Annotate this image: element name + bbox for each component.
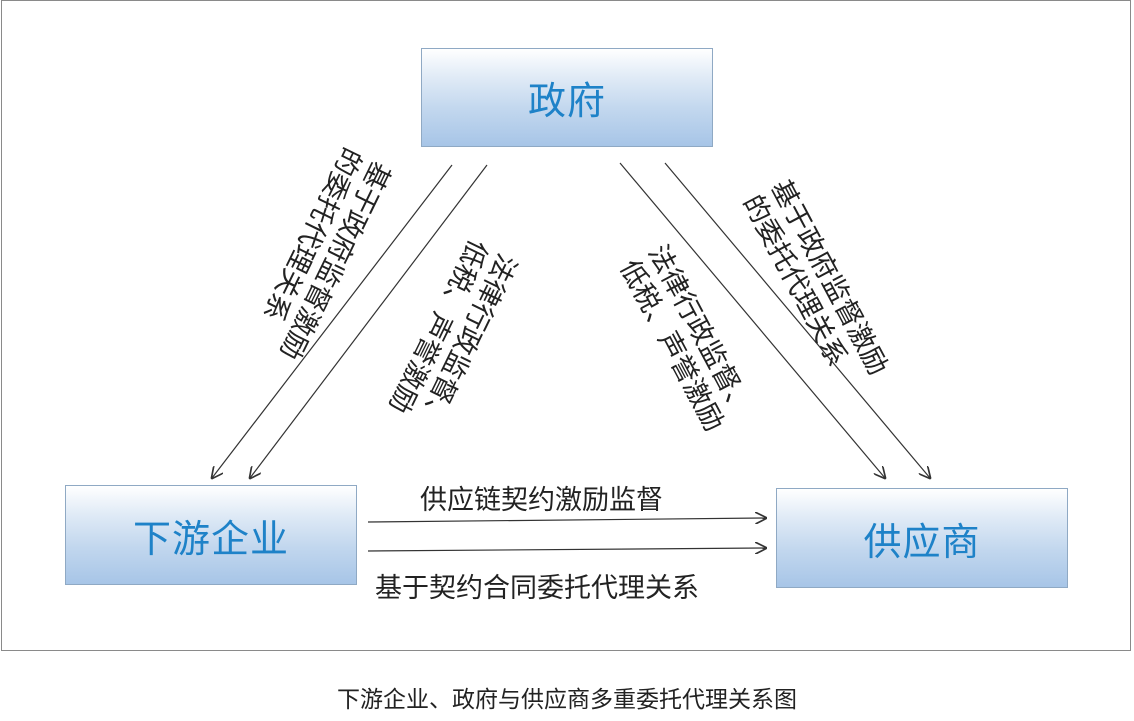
node-government-label: 政府: [527, 79, 606, 123]
arrow-gov-to-sup-outer: [664, 162, 930, 478]
arrow-gov-to-down-inner: [250, 164, 488, 478]
label-down-to-sup-top: 供应链契约激励监督: [420, 485, 663, 516]
node-downstream-label: 下游企业: [132, 516, 289, 561]
node-supplier: 供应商: [776, 488, 1068, 588]
node-downstream-enterprise: 下游企业: [65, 485, 357, 585]
arrow-gov-to-sup-inner: [619, 162, 885, 478]
node-supplier-label: 供应商: [863, 519, 981, 564]
label-down-to-sup-bottom: 基于契约合同委托代理关系: [375, 573, 699, 604]
arrow-down-to-sup-bottom: [367, 548, 766, 551]
figure-caption: 下游企业、政府与供应商多重委托代理关系图: [337, 687, 797, 713]
arrow-down-to-sup-top: [367, 518, 766, 522]
arrow-gov-to-down-outer: [212, 164, 453, 478]
diagram-frame: [1, 0, 1131, 651]
node-government: 政府: [421, 48, 713, 147]
